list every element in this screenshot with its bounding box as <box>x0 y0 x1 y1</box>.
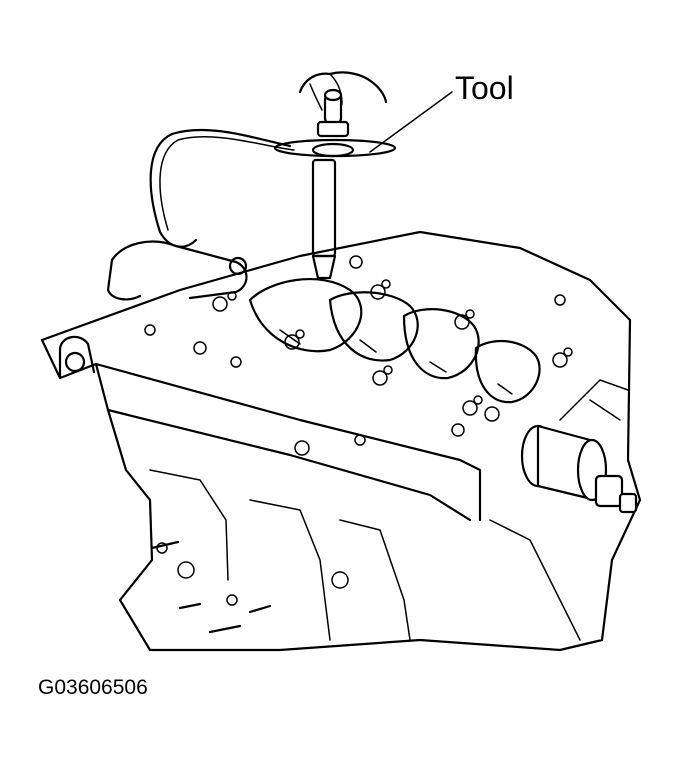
tool-leader-line <box>369 91 453 153</box>
tool-callout-label: Tool <box>455 70 514 106</box>
figure-code: G03606506 <box>38 676 148 699</box>
hand-outline <box>298 71 388 111</box>
crankshaft-end <box>520 424 638 514</box>
engine-block-body <box>40 230 642 652</box>
special-tool <box>149 88 397 280</box>
